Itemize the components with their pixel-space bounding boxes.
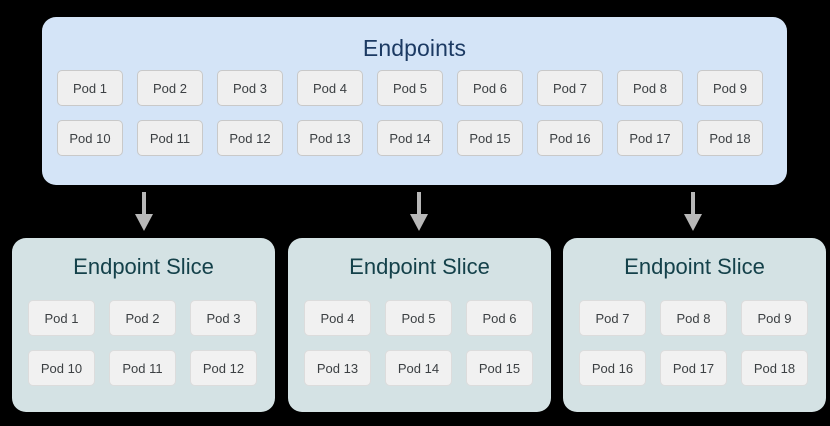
endpoints-pod-row: Pod 10 Pod 11 Pod 12 Pod 13 Pod 14 Pod 1… — [57, 120, 772, 156]
endpoint-slice-pod-row: Pod 10 Pod 11 Pod 12 — [28, 350, 259, 386]
pod-chip[interactable]: Pod 16 — [537, 120, 603, 156]
endpoint-slice-pod-grid: Pod 7 Pod 8 Pod 9 Pod 16 Pod 17 Pod 18 — [579, 300, 810, 386]
pod-chip[interactable]: Pod 13 — [297, 120, 363, 156]
pod-chip[interactable]: Pod 4 — [304, 300, 371, 336]
pod-chip[interactable]: Pod 9 — [741, 300, 808, 336]
endpoint-slice-panel-3: Endpoint Slice Pod 7 Pod 8 Pod 9 Pod 16 … — [563, 238, 826, 412]
pod-chip[interactable]: Pod 12 — [190, 350, 257, 386]
arrow-to-slice-3-icon — [682, 192, 704, 231]
endpoint-slice-title: Endpoint Slice — [349, 254, 490, 279]
pod-chip[interactable]: Pod 17 — [660, 350, 727, 386]
endpoint-slice-pod-row: Pod 1 Pod 2 Pod 3 — [28, 300, 259, 336]
endpoint-slice-panel-2: Endpoint Slice Pod 4 Pod 5 Pod 6 Pod 13 … — [288, 238, 551, 412]
endpoints-panel: Endpoints Pod 1 Pod 2 Pod 3 Pod 4 Pod 5 … — [42, 17, 787, 185]
pod-chip[interactable]: Pod 6 — [457, 70, 523, 106]
endpoints-title: Endpoints — [362, 35, 467, 61]
arrow-head — [135, 214, 153, 231]
endpoint-slice-pod-row: Pod 4 Pod 5 Pod 6 — [304, 300, 535, 336]
arrow-to-slice-2-icon — [408, 192, 430, 231]
pod-chip[interactable]: Pod 4 — [297, 70, 363, 106]
arrow-shaft — [417, 192, 421, 216]
endpoint-slice-pod-grid: Pod 1 Pod 2 Pod 3 Pod 10 Pod 11 Pod 12 — [28, 300, 259, 386]
arrow-head — [410, 214, 428, 231]
endpoint-slice-title: Endpoint Slice — [624, 254, 765, 279]
pod-chip[interactable]: Pod 7 — [579, 300, 646, 336]
pod-chip[interactable]: Pod 5 — [377, 70, 443, 106]
pod-chip[interactable]: Pod 8 — [660, 300, 727, 336]
pod-chip[interactable]: Pod 11 — [137, 120, 203, 156]
pod-chip[interactable]: Pod 5 — [385, 300, 452, 336]
arrow-shaft — [142, 192, 146, 216]
pod-chip[interactable]: Pod 3 — [217, 70, 283, 106]
pod-chip[interactable]: Pod 14 — [385, 350, 452, 386]
pod-chip[interactable]: Pod 1 — [28, 300, 95, 336]
pod-chip[interactable]: Pod 17 — [617, 120, 683, 156]
pod-chip[interactable]: Pod 16 — [579, 350, 646, 386]
pod-chip[interactable]: Pod 7 — [537, 70, 603, 106]
endpoints-pod-row: Pod 1 Pod 2 Pod 3 Pod 4 Pod 5 Pod 6 Pod … — [57, 70, 772, 106]
endpoint-slice-title: Endpoint Slice — [73, 254, 214, 279]
pod-chip[interactable]: Pod 18 — [697, 120, 763, 156]
pod-chip[interactable]: Pod 2 — [137, 70, 203, 106]
endpoint-slice-pod-row: Pod 16 Pod 17 Pod 18 — [579, 350, 810, 386]
pod-chip[interactable]: Pod 6 — [466, 300, 533, 336]
endpoint-slice-pod-grid: Pod 4 Pod 5 Pod 6 Pod 13 Pod 14 Pod 15 — [304, 300, 535, 386]
arrow-to-slice-1-icon — [133, 192, 155, 231]
pod-chip[interactable]: Pod 2 — [109, 300, 176, 336]
pod-chip[interactable]: Pod 15 — [466, 350, 533, 386]
pod-chip[interactable]: Pod 8 — [617, 70, 683, 106]
arrow-shaft — [691, 192, 695, 216]
pod-chip[interactable]: Pod 14 — [377, 120, 443, 156]
pod-chip[interactable]: Pod 10 — [57, 120, 123, 156]
endpoints-pod-grid: Pod 1 Pod 2 Pod 3 Pod 4 Pod 5 Pod 6 Pod … — [57, 70, 772, 156]
pod-chip[interactable]: Pod 18 — [741, 350, 808, 386]
pod-chip[interactable]: Pod 9 — [697, 70, 763, 106]
endpoint-slice-pod-row: Pod 13 Pod 14 Pod 15 — [304, 350, 535, 386]
pod-chip[interactable]: Pod 10 — [28, 350, 95, 386]
arrow-head — [684, 214, 702, 231]
pod-chip[interactable]: Pod 13 — [304, 350, 371, 386]
pod-chip[interactable]: Pod 12 — [217, 120, 283, 156]
pod-chip[interactable]: Pod 1 — [57, 70, 123, 106]
pod-chip[interactable]: Pod 3 — [190, 300, 257, 336]
pod-chip[interactable]: Pod 15 — [457, 120, 523, 156]
endpoint-slice-panel-1: Endpoint Slice Pod 1 Pod 2 Pod 3 Pod 10 … — [12, 238, 275, 412]
endpoint-slice-pod-row: Pod 7 Pod 8 Pod 9 — [579, 300, 810, 336]
pod-chip[interactable]: Pod 11 — [109, 350, 176, 386]
